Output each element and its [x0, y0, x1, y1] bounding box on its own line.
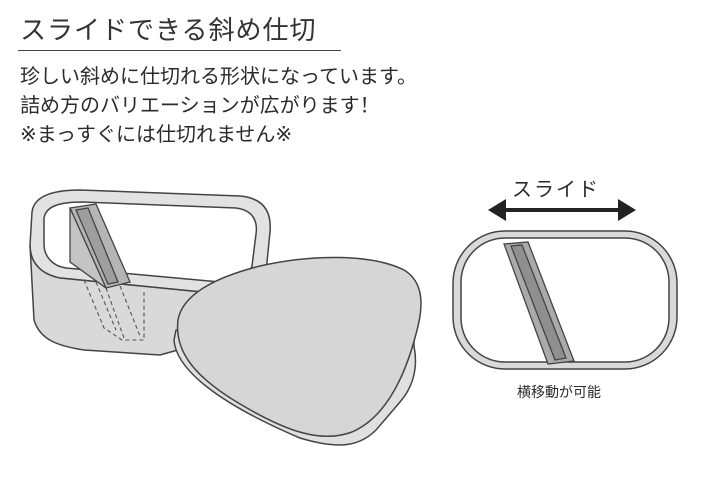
- divider-dashed-outline: [83, 279, 145, 341]
- box-divider: [69, 203, 131, 290]
- top-view-container: [452, 230, 678, 370]
- slide-label: スライド: [512, 177, 600, 201]
- description-line: 詰め方のバリエーションが広がります！: [20, 93, 380, 117]
- lunchbox-lid: [173, 256, 422, 446]
- description-line: ※まっすぐには仕切れません※: [20, 122, 293, 146]
- top-view-divider: [503, 241, 575, 365]
- diagram-caption: 横移動が可能: [517, 385, 601, 401]
- description: 珍しい斜めに仕切れる形状になっています。 詰め方のバリエーションが広がります！ …: [20, 62, 417, 149]
- description-line: 珍しい斜めに仕切れる形状になっています。: [20, 64, 417, 88]
- section-heading: スライドできる斜め仕切: [20, 16, 317, 46]
- heading-underline: [18, 50, 341, 51]
- slide-arrow-icon: [488, 199, 636, 221]
